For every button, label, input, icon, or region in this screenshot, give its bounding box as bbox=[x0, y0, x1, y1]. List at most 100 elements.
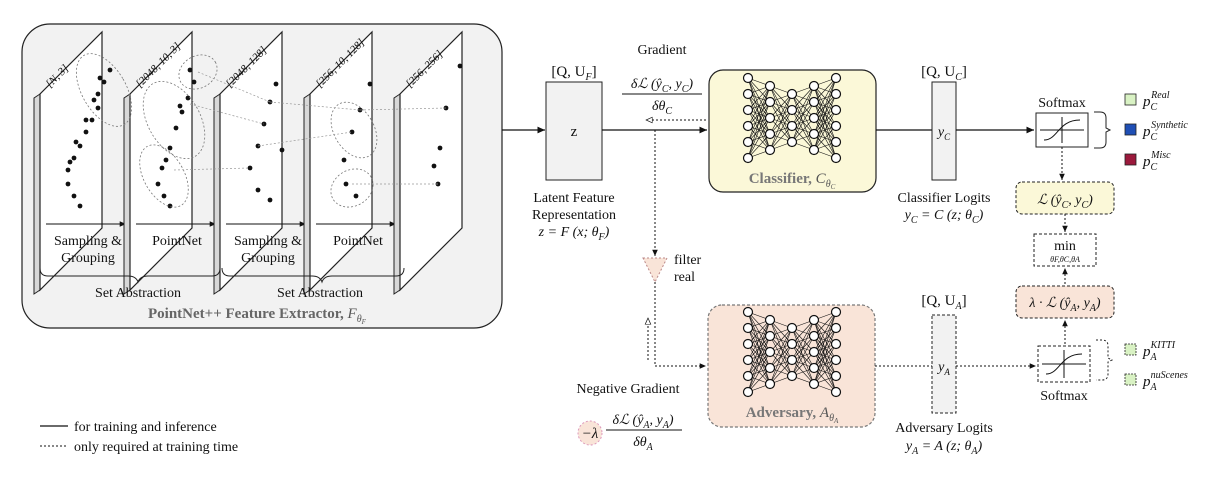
net-node bbox=[808, 330, 820, 342]
min-box bbox=[1033, 233, 1097, 267]
point-3-7 bbox=[267, 197, 273, 203]
net-edge bbox=[769, 93, 793, 119]
point-2-12 bbox=[163, 157, 169, 163]
net-node bbox=[786, 354, 798, 366]
net-node bbox=[830, 338, 842, 350]
net-node bbox=[786, 370, 798, 382]
step-label-2: PointNet bbox=[152, 234, 202, 249]
net-node bbox=[830, 88, 842, 100]
lambda-highlight bbox=[577, 420, 603, 446]
net-node bbox=[808, 128, 820, 140]
net-edge bbox=[813, 311, 837, 353]
net-edge bbox=[813, 109, 837, 151]
net-edge bbox=[791, 319, 815, 345]
latent-z-label: z bbox=[571, 124, 578, 140]
classifier-logits-eq: yC = C (z; θC) bbox=[903, 208, 984, 226]
net-edge bbox=[813, 311, 837, 337]
point-1-16 bbox=[73, 139, 79, 145]
filter-label-2: real bbox=[674, 270, 695, 285]
brace-set-abstraction-1 bbox=[39, 267, 221, 284]
net-edge bbox=[813, 93, 837, 151]
brace-set-abstraction-2 bbox=[221, 267, 405, 284]
point-1-8 bbox=[71, 155, 77, 161]
classifier-label: Classifier, CθC bbox=[749, 171, 836, 191]
output-color-3 bbox=[1124, 153, 1137, 166]
point-2-1 bbox=[191, 79, 197, 85]
net-node bbox=[742, 354, 754, 366]
net-node bbox=[830, 104, 842, 116]
net-edge bbox=[769, 327, 793, 369]
net-node bbox=[786, 120, 798, 132]
net-edge bbox=[747, 101, 771, 159]
net-node bbox=[830, 120, 842, 132]
net-edge bbox=[747, 351, 771, 393]
net-node bbox=[830, 386, 842, 398]
net-edge bbox=[813, 343, 837, 385]
net-edge bbox=[813, 77, 837, 135]
classifier-logits-symbol: yC bbox=[936, 125, 951, 142]
adversary-logits-caption: Adversary Logits bbox=[895, 421, 993, 436]
net-edge bbox=[747, 133, 771, 159]
net-edge bbox=[813, 125, 837, 151]
step-label-1a: Sampling & bbox=[54, 234, 122, 249]
net-edge bbox=[769, 327, 793, 385]
classifier-logits-caption: Classifier Logits bbox=[898, 191, 991, 206]
filter-label-1: filter bbox=[674, 253, 702, 268]
plane-edge-1 bbox=[33, 93, 41, 295]
latent-caption-2: Representation bbox=[532, 208, 616, 223]
dotted-filter-to-adversary bbox=[654, 282, 706, 369]
point-5-1 bbox=[457, 63, 463, 69]
output-color-2 bbox=[1124, 123, 1137, 136]
net-edge bbox=[769, 93, 793, 135]
net-edge bbox=[747, 85, 771, 111]
plane-3 bbox=[219, 30, 283, 292]
plane-2 bbox=[129, 30, 193, 292]
net-node bbox=[764, 346, 776, 358]
step-label-3b: Grouping bbox=[241, 251, 295, 266]
classifier-loss-text: ℒ (ŷC, yC) bbox=[1037, 193, 1093, 211]
classifier-dim-label: [Q, UC] bbox=[921, 64, 967, 83]
point-4-3 bbox=[349, 129, 355, 135]
negative-gradient-lambda: −λ bbox=[582, 426, 599, 442]
net-edge bbox=[747, 319, 771, 377]
net-node bbox=[808, 346, 820, 358]
classifier-network-icon bbox=[742, 72, 842, 164]
point-3-1 bbox=[273, 81, 279, 87]
point-1-9 bbox=[65, 167, 71, 173]
latent-feature-box bbox=[545, 81, 603, 181]
net-node bbox=[764, 96, 776, 108]
net-edge bbox=[813, 311, 837, 369]
net-node bbox=[808, 314, 820, 326]
net-node bbox=[808, 378, 820, 390]
step-label-1b: Grouping bbox=[61, 251, 115, 266]
net-node bbox=[786, 338, 798, 350]
point-2-11 bbox=[177, 103, 183, 109]
net-edge bbox=[813, 77, 837, 151]
net-node bbox=[808, 144, 820, 156]
group-ellipse-2 bbox=[142, 80, 206, 160]
net-edge bbox=[813, 327, 837, 385]
net-edge bbox=[791, 351, 815, 377]
net-node bbox=[830, 306, 842, 318]
extractor-title: PointNet++ Feature Extractor, FθF bbox=[148, 306, 367, 326]
point-2-8 bbox=[161, 193, 167, 199]
net-node bbox=[830, 152, 842, 164]
net-edge bbox=[747, 319, 771, 393]
net-edge bbox=[769, 343, 793, 385]
gradient-label: Gradient bbox=[638, 43, 687, 58]
net-edge bbox=[747, 117, 771, 159]
set-abstraction-label-2: Set Abstraction bbox=[277, 286, 363, 301]
net-node bbox=[742, 322, 754, 334]
output-label-3: pCMisc bbox=[1142, 150, 1171, 173]
net-node bbox=[764, 314, 776, 326]
softmax-bottom-sigmoid-icon bbox=[1042, 350, 1086, 378]
adversary-label: Adversary, AθA bbox=[746, 405, 839, 425]
net-node bbox=[742, 370, 754, 382]
softmax-top-sigmoid-icon bbox=[1040, 117, 1084, 143]
net-edge bbox=[747, 367, 771, 393]
net-edge bbox=[769, 125, 793, 151]
point-cloud-planes: [N, 3][2048, 10, 3][2048, 128][256, 10, … bbox=[33, 30, 463, 295]
point-5-4 bbox=[431, 163, 437, 169]
net-edge bbox=[791, 101, 815, 143]
